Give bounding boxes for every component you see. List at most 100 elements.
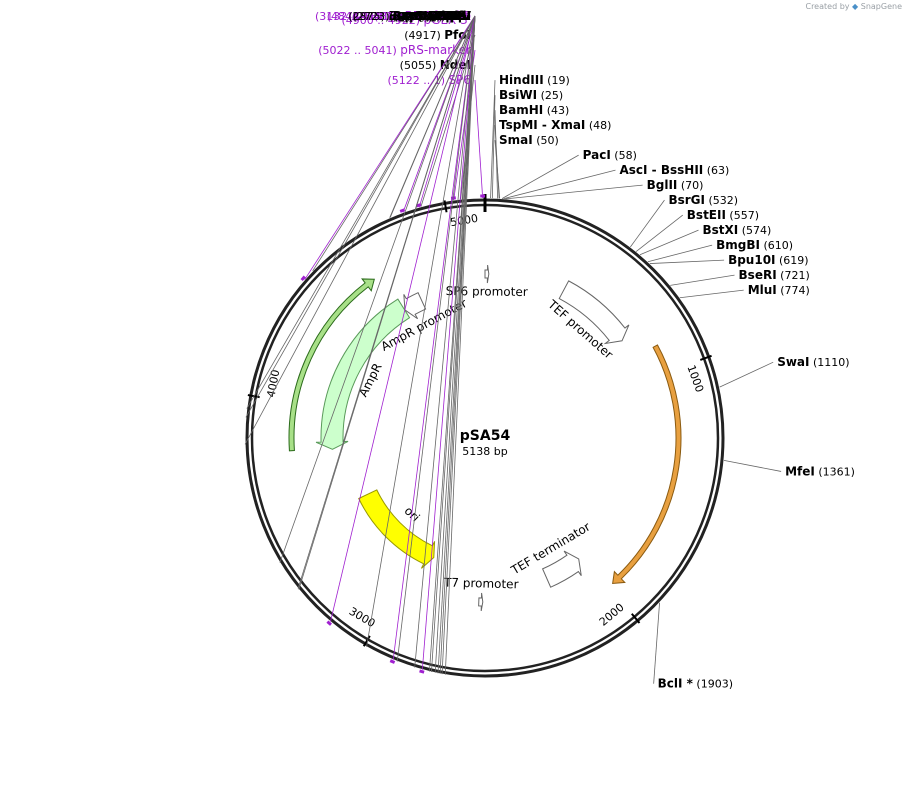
site-pos-bsiwi: (25) xyxy=(537,89,563,102)
site-label-bcli[interactable]: BclI * (1903) xyxy=(658,677,733,691)
site-label-smai[interactable]: SmaI (50) xyxy=(499,133,559,147)
site-name-ecorv: EcoRV xyxy=(429,9,472,23)
site-label-bspqi-sapi[interactable]: (2875) BspQI - SapI xyxy=(348,9,471,23)
feature-ampr-promoter[interactable] xyxy=(403,292,427,320)
site-label-pbr322ori-f[interactable]: (3132 .. 3151) pBR322ori-F xyxy=(315,9,471,23)
site-leader-bseyi xyxy=(298,15,476,590)
site-pos-amp-r: (4434 .. 4453) xyxy=(349,10,431,23)
site-leader-bstxi xyxy=(639,229,699,256)
feature-tef-terminator[interactable] xyxy=(541,550,582,588)
site-label-hpai[interactable]: (2812) HpaI xyxy=(400,9,471,23)
site-name-bcli: BclI * xyxy=(658,677,694,691)
site-label-hindiii[interactable]: HindIII (19) xyxy=(499,73,570,87)
site-name-bglii: BglII xyxy=(647,178,678,192)
site-label-xmni[interactable]: (4483) XmnI xyxy=(396,9,471,23)
site-name-tspmi-xmai: TspMI - XmaI xyxy=(499,118,585,132)
site-label-asci-bsshii[interactable]: AscI - BssHII (63) xyxy=(620,163,730,177)
site-pos-bstxi: (574) xyxy=(738,224,771,237)
site-label-bpu10i[interactable]: Bpu10I (619) xyxy=(728,253,809,267)
site-leader-mlui xyxy=(679,289,744,299)
plasmid-backbone xyxy=(245,194,725,678)
site-label-pbrforeco[interactable]: (4844 .. 4862) pBRforEco xyxy=(327,9,471,23)
site-label-mlui[interactable]: MluI (774) xyxy=(748,283,810,297)
site-label-bpmi[interactable]: (3954) BpmI xyxy=(396,9,471,23)
primer-mark-amp-r xyxy=(300,275,306,282)
site-label-paci[interactable]: PacI (58) xyxy=(583,148,637,162)
site-label-tspmi-xmai[interactable]: TspMI - XmaI (48) xyxy=(499,118,611,132)
site-pos-pbrforeco: (4844 .. 4862) xyxy=(327,10,409,23)
site-pos-bseyi: (3295) xyxy=(393,10,433,23)
site-label-alwni[interactable]: (3407) AlwNI xyxy=(392,9,471,23)
feature-ori[interactable] xyxy=(358,489,436,569)
site-label-pgex-3[interactable]: (4900 .. 4922) pGEX 3' xyxy=(341,13,471,27)
site-name-bspdi-clai: BspDI - ClaI xyxy=(393,9,471,23)
site-pos-spei: (2740) xyxy=(401,10,441,23)
site-label-ndei[interactable]: (5055) NdeI xyxy=(400,58,471,72)
site-label-bamhi[interactable]: BamHI (43) xyxy=(499,103,569,117)
site-leader-paci xyxy=(501,154,579,199)
site-label-bsiwi[interactable]: BsiWI (25) xyxy=(499,88,563,102)
site-name-l4440: L4440 xyxy=(434,9,471,23)
site-label-bspdi-clai[interactable]: (2723) BspDI - ClaI xyxy=(353,9,471,23)
primer-mark-pbrforeco xyxy=(399,208,406,213)
tick-3000 xyxy=(362,635,371,647)
site-label-amp-r[interactable]: (4434 .. 4453) Amp-R xyxy=(349,9,471,23)
site-name-swai: SwaI xyxy=(777,355,809,369)
site-pos-bseri: (721) xyxy=(777,269,810,282)
site-pos-mfei: (1361) xyxy=(815,465,855,478)
site-label-bmgbi[interactable]: BmgBI (610) xyxy=(716,238,793,252)
site-label-aatii[interactable]: (4806) AatII xyxy=(399,9,471,23)
site-name-bsiwi: BsiWI xyxy=(499,88,537,102)
site-label-bglii[interactable]: BglII (70) xyxy=(647,178,704,192)
plasmid-name: pSA54 xyxy=(460,428,511,444)
site-label-pcii[interactable]: (2991) PciI xyxy=(406,9,471,23)
site-label-pfoi[interactable]: (4917) PfoI xyxy=(404,28,471,42)
site-pos-zrai: (4804) xyxy=(404,10,444,23)
site-label-bsteii[interactable]: BstEII (557) xyxy=(687,208,759,222)
site-label-bseyi[interactable]: (3295) BseYI xyxy=(393,9,471,23)
site-leader-pbr322ori-f xyxy=(330,15,476,622)
site-label-swai[interactable]: SwaI (1110) xyxy=(777,355,849,369)
site-name-t7: T7 xyxy=(455,9,471,23)
site-label-bstxi[interactable]: BstXI (574) xyxy=(702,223,771,237)
feature-ampr[interactable] xyxy=(315,298,411,450)
site-pos-bcli: (1903) xyxy=(693,678,733,691)
site-name-bani: BanI xyxy=(441,9,471,23)
site-pos-alwni: (3407) xyxy=(392,10,432,23)
site-leader-alwni xyxy=(279,15,476,563)
site-name-mfei: MfeI xyxy=(785,464,815,478)
site-label-sfii[interactable]: (2753) SfiI xyxy=(409,9,471,23)
site-pos-ecori: (2716) xyxy=(394,10,434,23)
site-label-bani[interactable]: (3832) BanI xyxy=(401,9,471,23)
site-label-zrai[interactable]: (4804) ZraI xyxy=(404,9,471,23)
site-label-bsrgi[interactable]: BsrGI (532) xyxy=(668,193,738,207)
site-label-l4440[interactable]: (2881 .. 2898) L4440 xyxy=(352,9,471,23)
site-label-mfei[interactable]: MfeI (1361) xyxy=(785,464,855,478)
site-pos-prs-marker: (5022 .. 5041) xyxy=(318,44,400,57)
site-leader-bpmi xyxy=(246,15,476,409)
site-pos-bani: (3832) xyxy=(401,10,441,23)
primer-mark-l4440 xyxy=(389,659,396,664)
feature-sp6-promoter[interactable] xyxy=(484,264,490,284)
site-label-prs-marker[interactable]: (5022 .. 5041) pRS-marker xyxy=(318,43,471,57)
site-label-sacii[interactable]: (2760) SacII xyxy=(398,9,471,23)
site-name-pfoi: PfoI xyxy=(444,28,471,42)
site-label-bmri[interactable]: (3924) BmrI xyxy=(399,9,471,23)
feature-tef-promoter[interactable] xyxy=(558,280,630,345)
site-label-t7[interactable]: (2775 .. 2794) T7 xyxy=(374,9,471,23)
site-label-ecori[interactable]: (2716) EcoRI xyxy=(394,9,471,23)
site-label-pspfi[interactable]: (3299) PspFI xyxy=(394,9,471,23)
site-name-ndei: NdeI xyxy=(440,58,471,72)
site-name-smai: SmaI xyxy=(499,133,533,147)
site-name-ecori: EcoRI xyxy=(434,9,471,23)
site-label-ecorv[interactable]: (2730) EcoRV xyxy=(389,9,472,23)
site-label-bseri[interactable]: BseRI (721) xyxy=(739,268,810,282)
site-label-pmei[interactable]: (2705) PmeI xyxy=(397,9,471,23)
site-leader-spei xyxy=(434,15,476,673)
feature-t7-promoter[interactable] xyxy=(478,592,484,612)
site-pos-l4440: (2881 .. 2898) xyxy=(352,10,434,23)
site-label-spei[interactable]: (2740) SpeI xyxy=(401,9,471,23)
primer-mark-t7 xyxy=(419,669,425,674)
site-leader-pcii xyxy=(366,15,476,647)
site-leader-bglii xyxy=(505,184,643,200)
